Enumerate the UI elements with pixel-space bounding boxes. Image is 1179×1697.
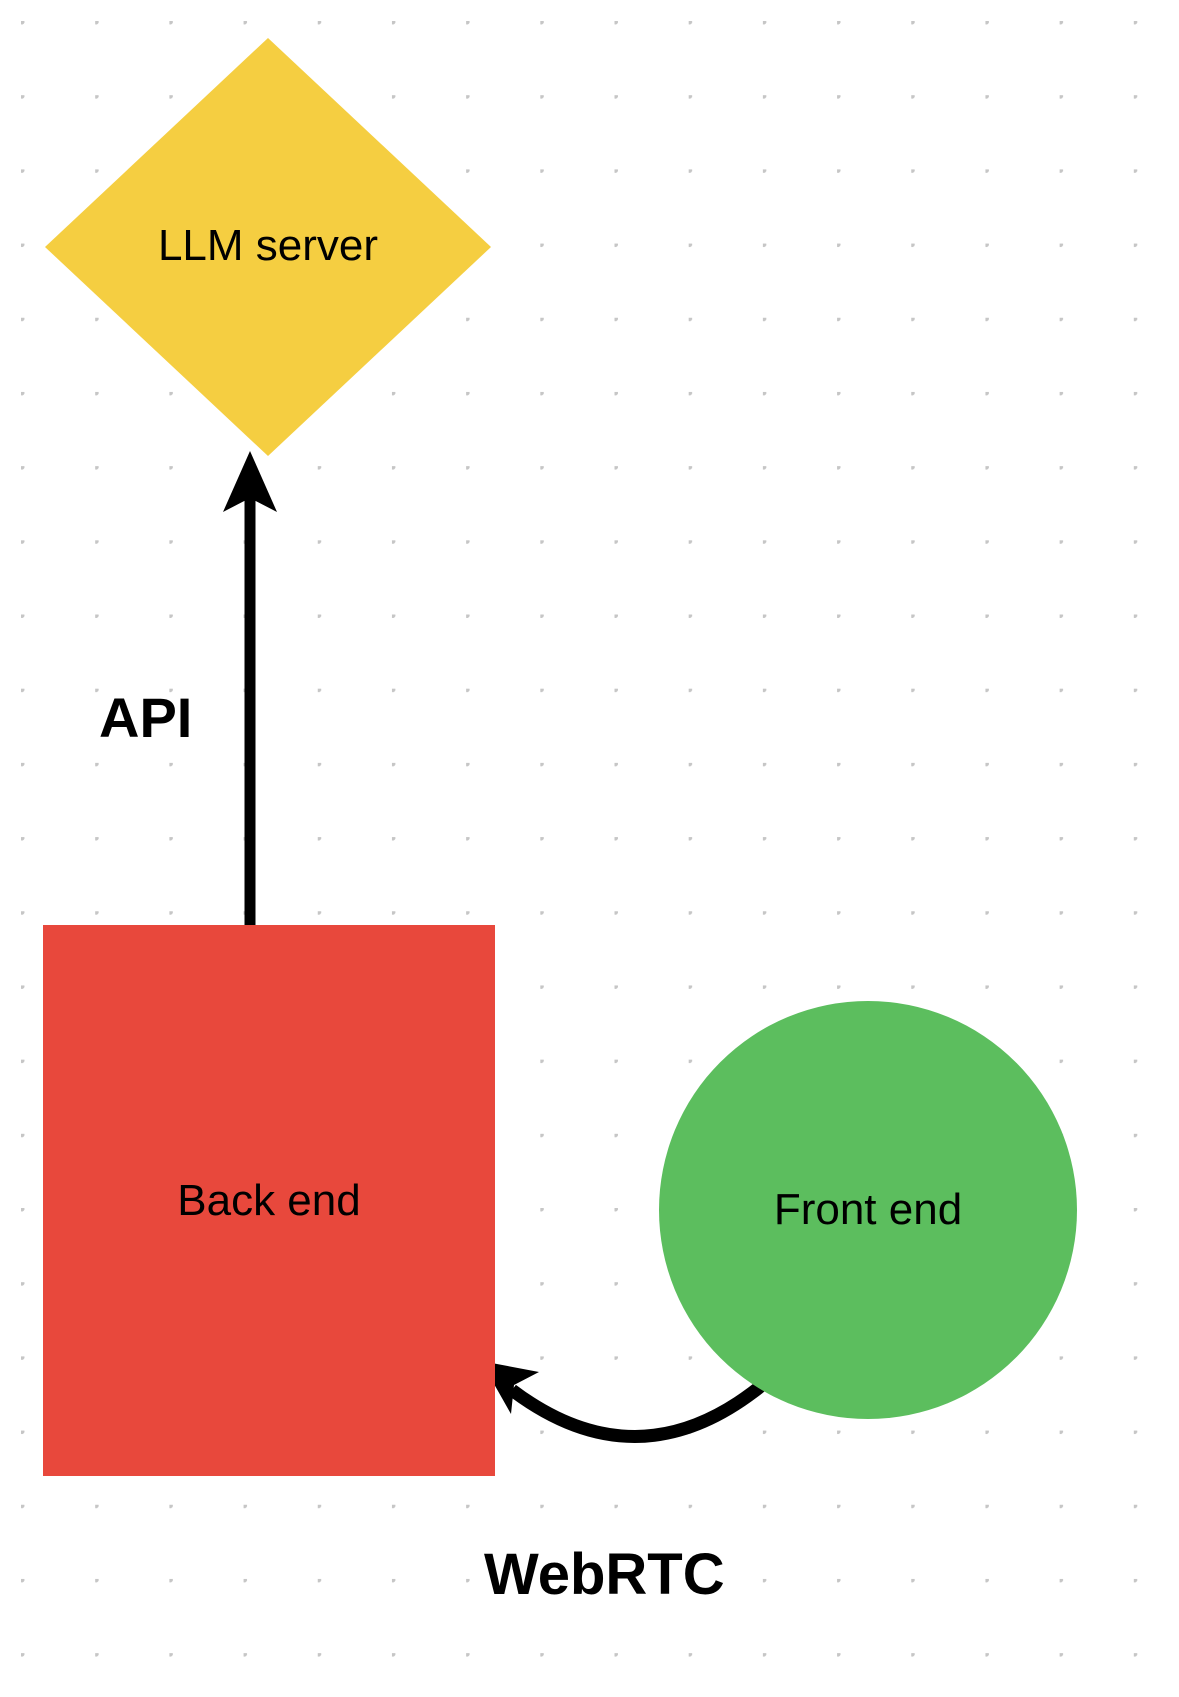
webrtc-arrowhead-left [481,1361,539,1414]
node-back-end[interactable]: Back end [43,925,495,1476]
edge-label-webrtc: WebRTC [484,1542,725,1607]
node-llm-server[interactable]: LLM server [45,38,491,456]
node-front-end-label: Front end [773,1185,963,1234]
node-front-end[interactable]: Front end [659,1001,1077,1419]
node-llm-server-label: LLM server [157,221,379,270]
node-back-end-label: Back end [177,1175,361,1225]
api-arrowhead-up [223,451,277,512]
edge-api-arrow[interactable] [223,451,277,1002]
edge-label-api: API [99,686,193,749]
